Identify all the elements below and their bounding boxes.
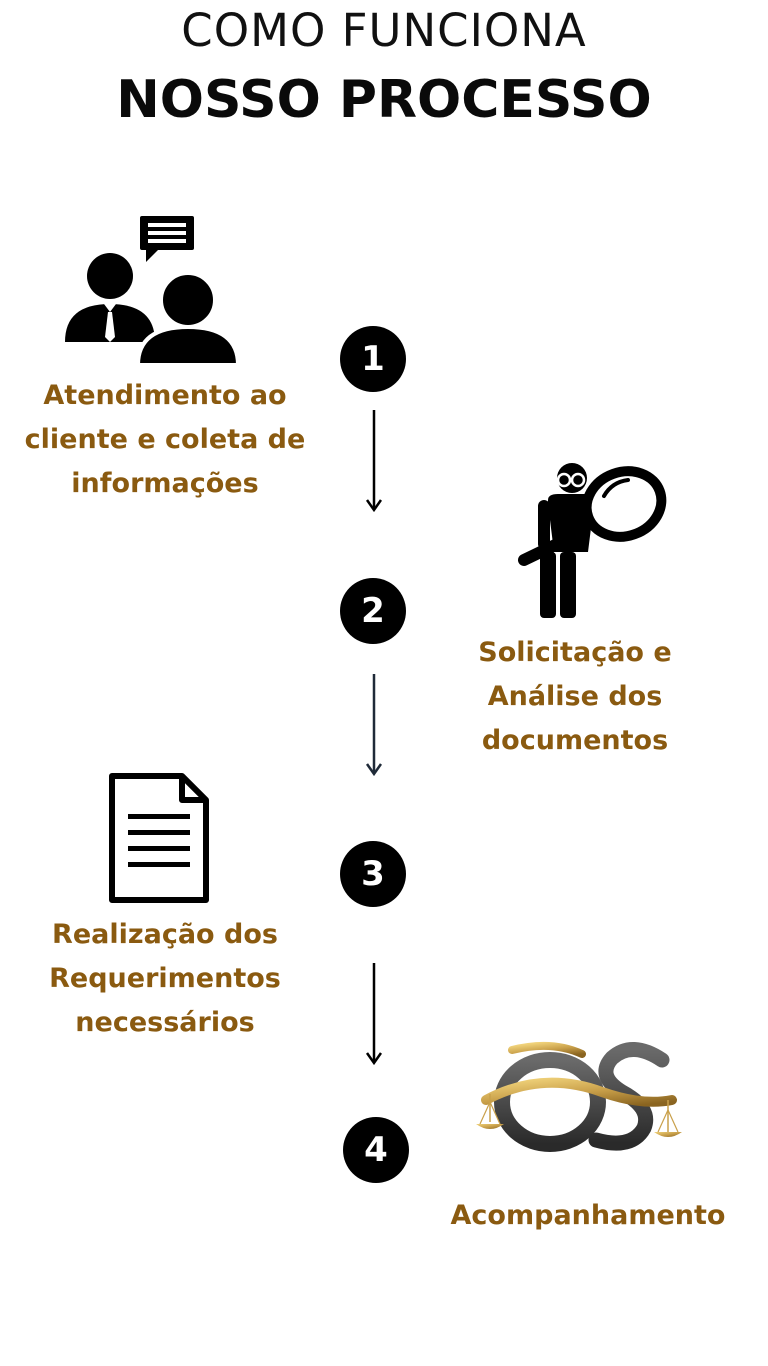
step-3-label: Realização dos Requerimentos necessários	[49, 919, 281, 1038]
step-4-badge: 4	[343, 1117, 409, 1183]
step-1-label: Atendimento ao cliente e coleta de infor…	[24, 380, 306, 499]
step-1-badge: 1	[340, 326, 406, 392]
arrow-down-icon	[365, 963, 383, 1066]
step-3-badge: 3	[340, 841, 406, 907]
magnifier-person-icon	[518, 463, 667, 618]
step-2-badge: 2	[340, 578, 406, 644]
document-icon	[109, 773, 209, 903]
arrow-down-icon	[365, 674, 383, 777]
title-line-1: COMO FUNCIONA	[181, 4, 587, 57]
os-logo-icon	[476, 1041, 682, 1152]
arrow-down-icon	[365, 410, 383, 513]
step-4-label: Acompanhamento	[450, 1200, 726, 1231]
customer-service-icon	[65, 216, 241, 367]
step-2-label: Solicitação e Análise dos documentos	[478, 637, 672, 756]
title-line-2: NOSSO PROCESSO	[116, 70, 652, 130]
